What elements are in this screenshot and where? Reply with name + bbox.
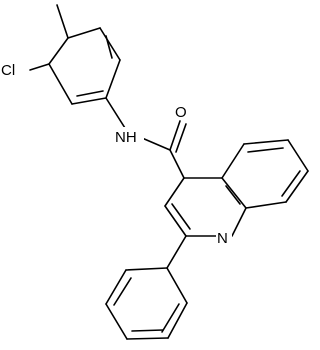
amide-linker [105, 97, 187, 179]
molecule-structure: Cl NH O N [0, 4, 309, 340]
atom-chlorine: Cl [0, 60, 26, 79]
chloro-methyl-phenyl-ring [29, 4, 121, 105]
atom-amide-nitrogen: NH [114, 127, 144, 146]
quinoline-core [164, 139, 309, 237]
atom-carbonyl-oxygen: O [174, 102, 190, 121]
chlorine-label: Cl [1, 62, 15, 79]
carbonyl-oxygen-label: O [175, 104, 187, 121]
amide-nh-label: NH [115, 129, 137, 146]
atom-ring-nitrogen: N [216, 228, 232, 247]
phenyl-substituent [105, 235, 188, 340]
ring-nitrogen-label: N [217, 230, 228, 247]
